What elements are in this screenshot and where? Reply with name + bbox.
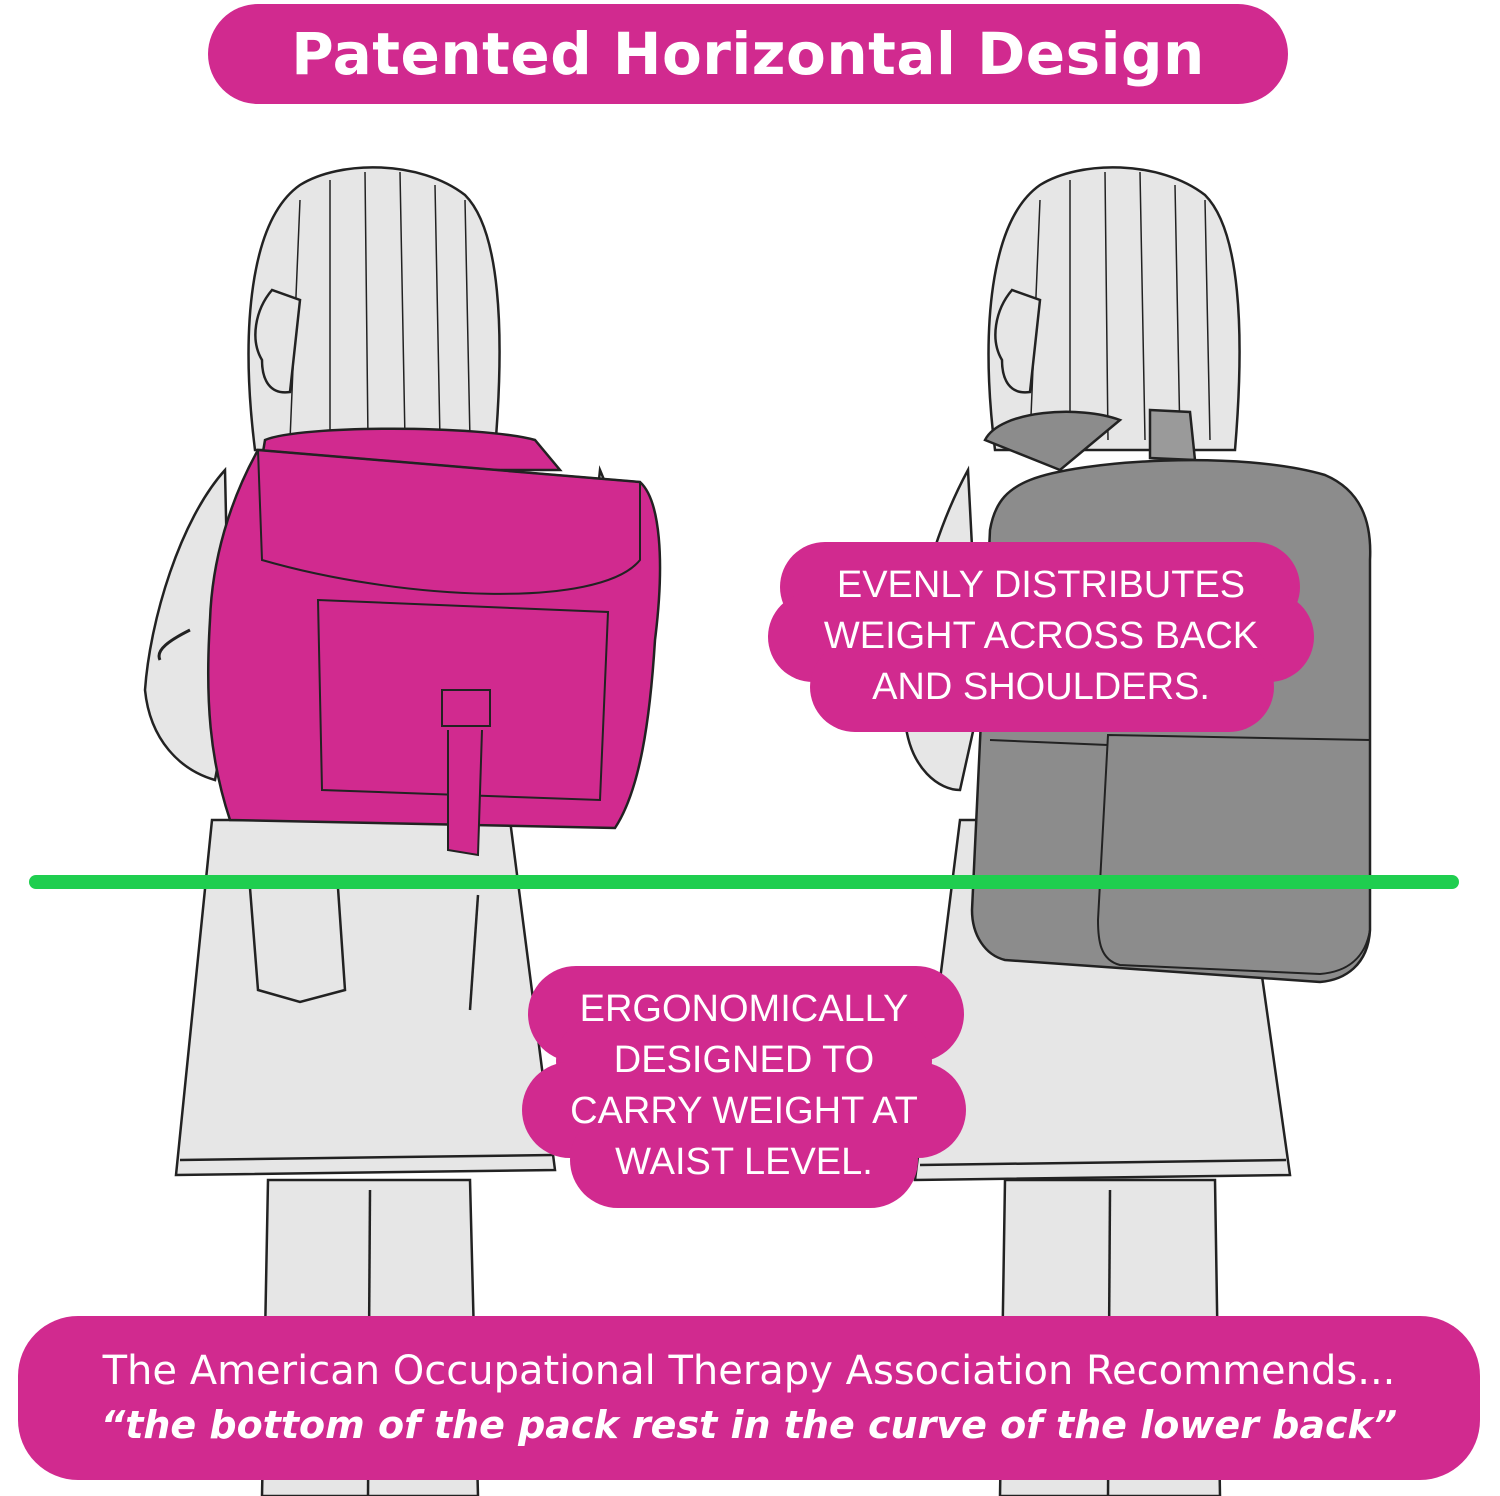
- right-girl-hair: [987, 166, 1241, 452]
- recommendation-banner: The American Occupational Therapy Associ…: [18, 1316, 1480, 1480]
- title-text: Patented Horizontal Design: [291, 20, 1205, 88]
- recommendation-source: The American Occupational Therapy Associ…: [102, 1348, 1396, 1394]
- callout-right: EVENLY DISTRIBUTES WEIGHT ACROSS BACK AN…: [768, 560, 1314, 713]
- callout-center: ERGONOMICALLY DESIGNED TO CARRY WEIGHT A…: [522, 984, 966, 1188]
- callout-right-line: EVENLY DISTRIBUTES: [836, 564, 1246, 606]
- left-girl-face: [254, 288, 302, 394]
- callout-center-line: WAIST LEVEL.: [615, 1141, 873, 1183]
- recommendation-quote: “the bottom of the pack rest in the curv…: [100, 1403, 1398, 1447]
- left-backpack: [157, 427, 662, 857]
- callout-right-line: AND SHOULDERS.: [872, 666, 1210, 708]
- title-banner: Patented Horizontal Design: [208, 4, 1288, 104]
- left-girl: [143, 166, 635, 1496]
- left-girl-hair: [247, 166, 501, 452]
- callout-right-shape: [768, 542, 1314, 732]
- callout-center-line: ERGONOMICALLY: [579, 988, 909, 1030]
- callout-center-line: DESIGNED TO: [613, 1039, 875, 1081]
- callout-center-line: CARRY WEIGHT AT: [570, 1090, 918, 1132]
- callout-center-shape: [522, 966, 966, 1208]
- callout-right-line: WEIGHT ACROSS BACK: [823, 615, 1259, 657]
- left-girl-skirt: [174, 818, 557, 1177]
- right-girl-face: [994, 288, 1042, 394]
